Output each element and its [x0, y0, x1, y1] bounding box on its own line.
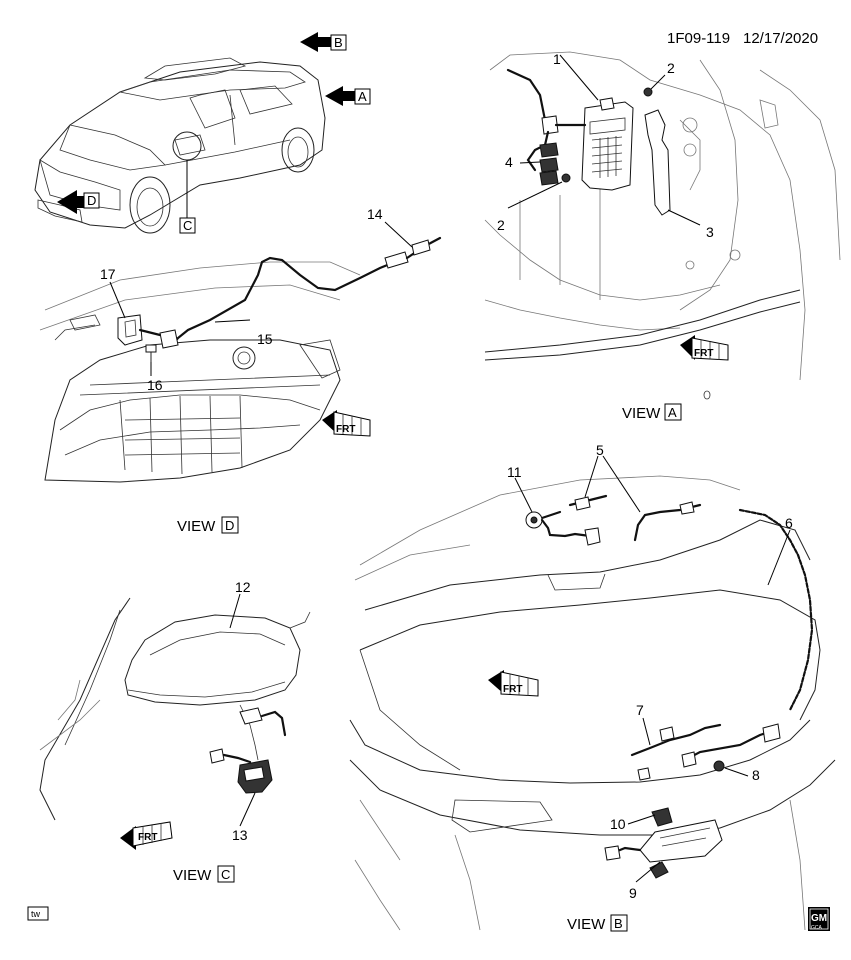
view-c-title-box [217, 865, 235, 883]
frt-label-view-d: FRT [336, 424, 355, 435]
view-a-title-box [664, 403, 682, 421]
document-date: 12/17/2020 [743, 30, 818, 47]
view-c-title: VIEW [173, 867, 212, 884]
view-d-title-letter: D [225, 518, 234, 533]
document-id: 1F09-119 [667, 30, 730, 47]
frt-label-view-b: FRT [503, 684, 522, 695]
callout-2-top: 2 [667, 60, 675, 76]
view-b-drawing [349, 455, 836, 931]
view-a-title-letter: A [668, 405, 677, 420]
arrow-a-letter: A [358, 89, 367, 104]
vehicle-overview [34, 57, 326, 234]
callout-9: 9 [629, 885, 637, 901]
view-b-title-box [610, 914, 628, 932]
arrow-d-box [83, 192, 100, 209]
callout-15: 15 [257, 331, 273, 347]
view-b-title-letter: B [614, 916, 623, 931]
frt-arrow-c-icon [120, 826, 136, 850]
small-o-mark [703, 390, 711, 400]
tw-label: tw [31, 909, 41, 919]
arrow-b-letter: B [334, 35, 343, 50]
gm-logo [808, 907, 830, 931]
frt-arrow-b-icon [488, 670, 504, 694]
arrow-d-icon [57, 190, 86, 214]
callout-8: 8 [752, 767, 760, 783]
callout-3: 3 [706, 224, 714, 240]
callout-11: 11 [507, 464, 522, 480]
arrow-b-icon [300, 32, 332, 52]
callout-4: 4 [505, 154, 513, 170]
frt-arrow-d-icon [322, 410, 337, 434]
callout-14: 14 [367, 206, 383, 222]
view-d-title: VIEW [177, 518, 216, 535]
callout-16: 16 [147, 377, 163, 393]
view-d-drawing [39, 221, 442, 483]
view-d-title-box [221, 516, 239, 534]
callout-17: 17 [100, 266, 116, 282]
view-a-title: VIEW [622, 405, 661, 422]
view-c-locator-box [179, 217, 196, 234]
gm-logo-text: GM [811, 913, 827, 924]
callout-1: 1 [553, 51, 561, 67]
view-c-locator-letter: C [183, 218, 192, 233]
arrow-d-letter: D [87, 193, 96, 208]
view-c-title-letter: C [221, 867, 230, 882]
callout-12: 12 [235, 579, 251, 595]
arrow-a-box [354, 88, 371, 105]
callout-10: 10 [610, 816, 626, 832]
view-b-title: VIEW [567, 916, 606, 933]
view-c-drawing [39, 593, 311, 850]
frt-arrow-a-icon [680, 335, 695, 360]
arrow-a-icon [325, 86, 355, 106]
callout-5: 5 [596, 442, 604, 458]
callout-6: 6 [785, 515, 793, 531]
arrow-b-box [330, 34, 347, 51]
callout-2-bottom: 2 [497, 217, 505, 233]
tw-box [27, 906, 49, 921]
callout-7: 7 [636, 702, 644, 718]
view-a-drawing [484, 51, 841, 381]
frt-label-view-c: FRT [138, 832, 157, 843]
callout-13: 13 [232, 827, 248, 843]
frt-label-view-a: FRT [694, 348, 713, 359]
gm-logo-subtext: GCA [811, 925, 823, 931]
